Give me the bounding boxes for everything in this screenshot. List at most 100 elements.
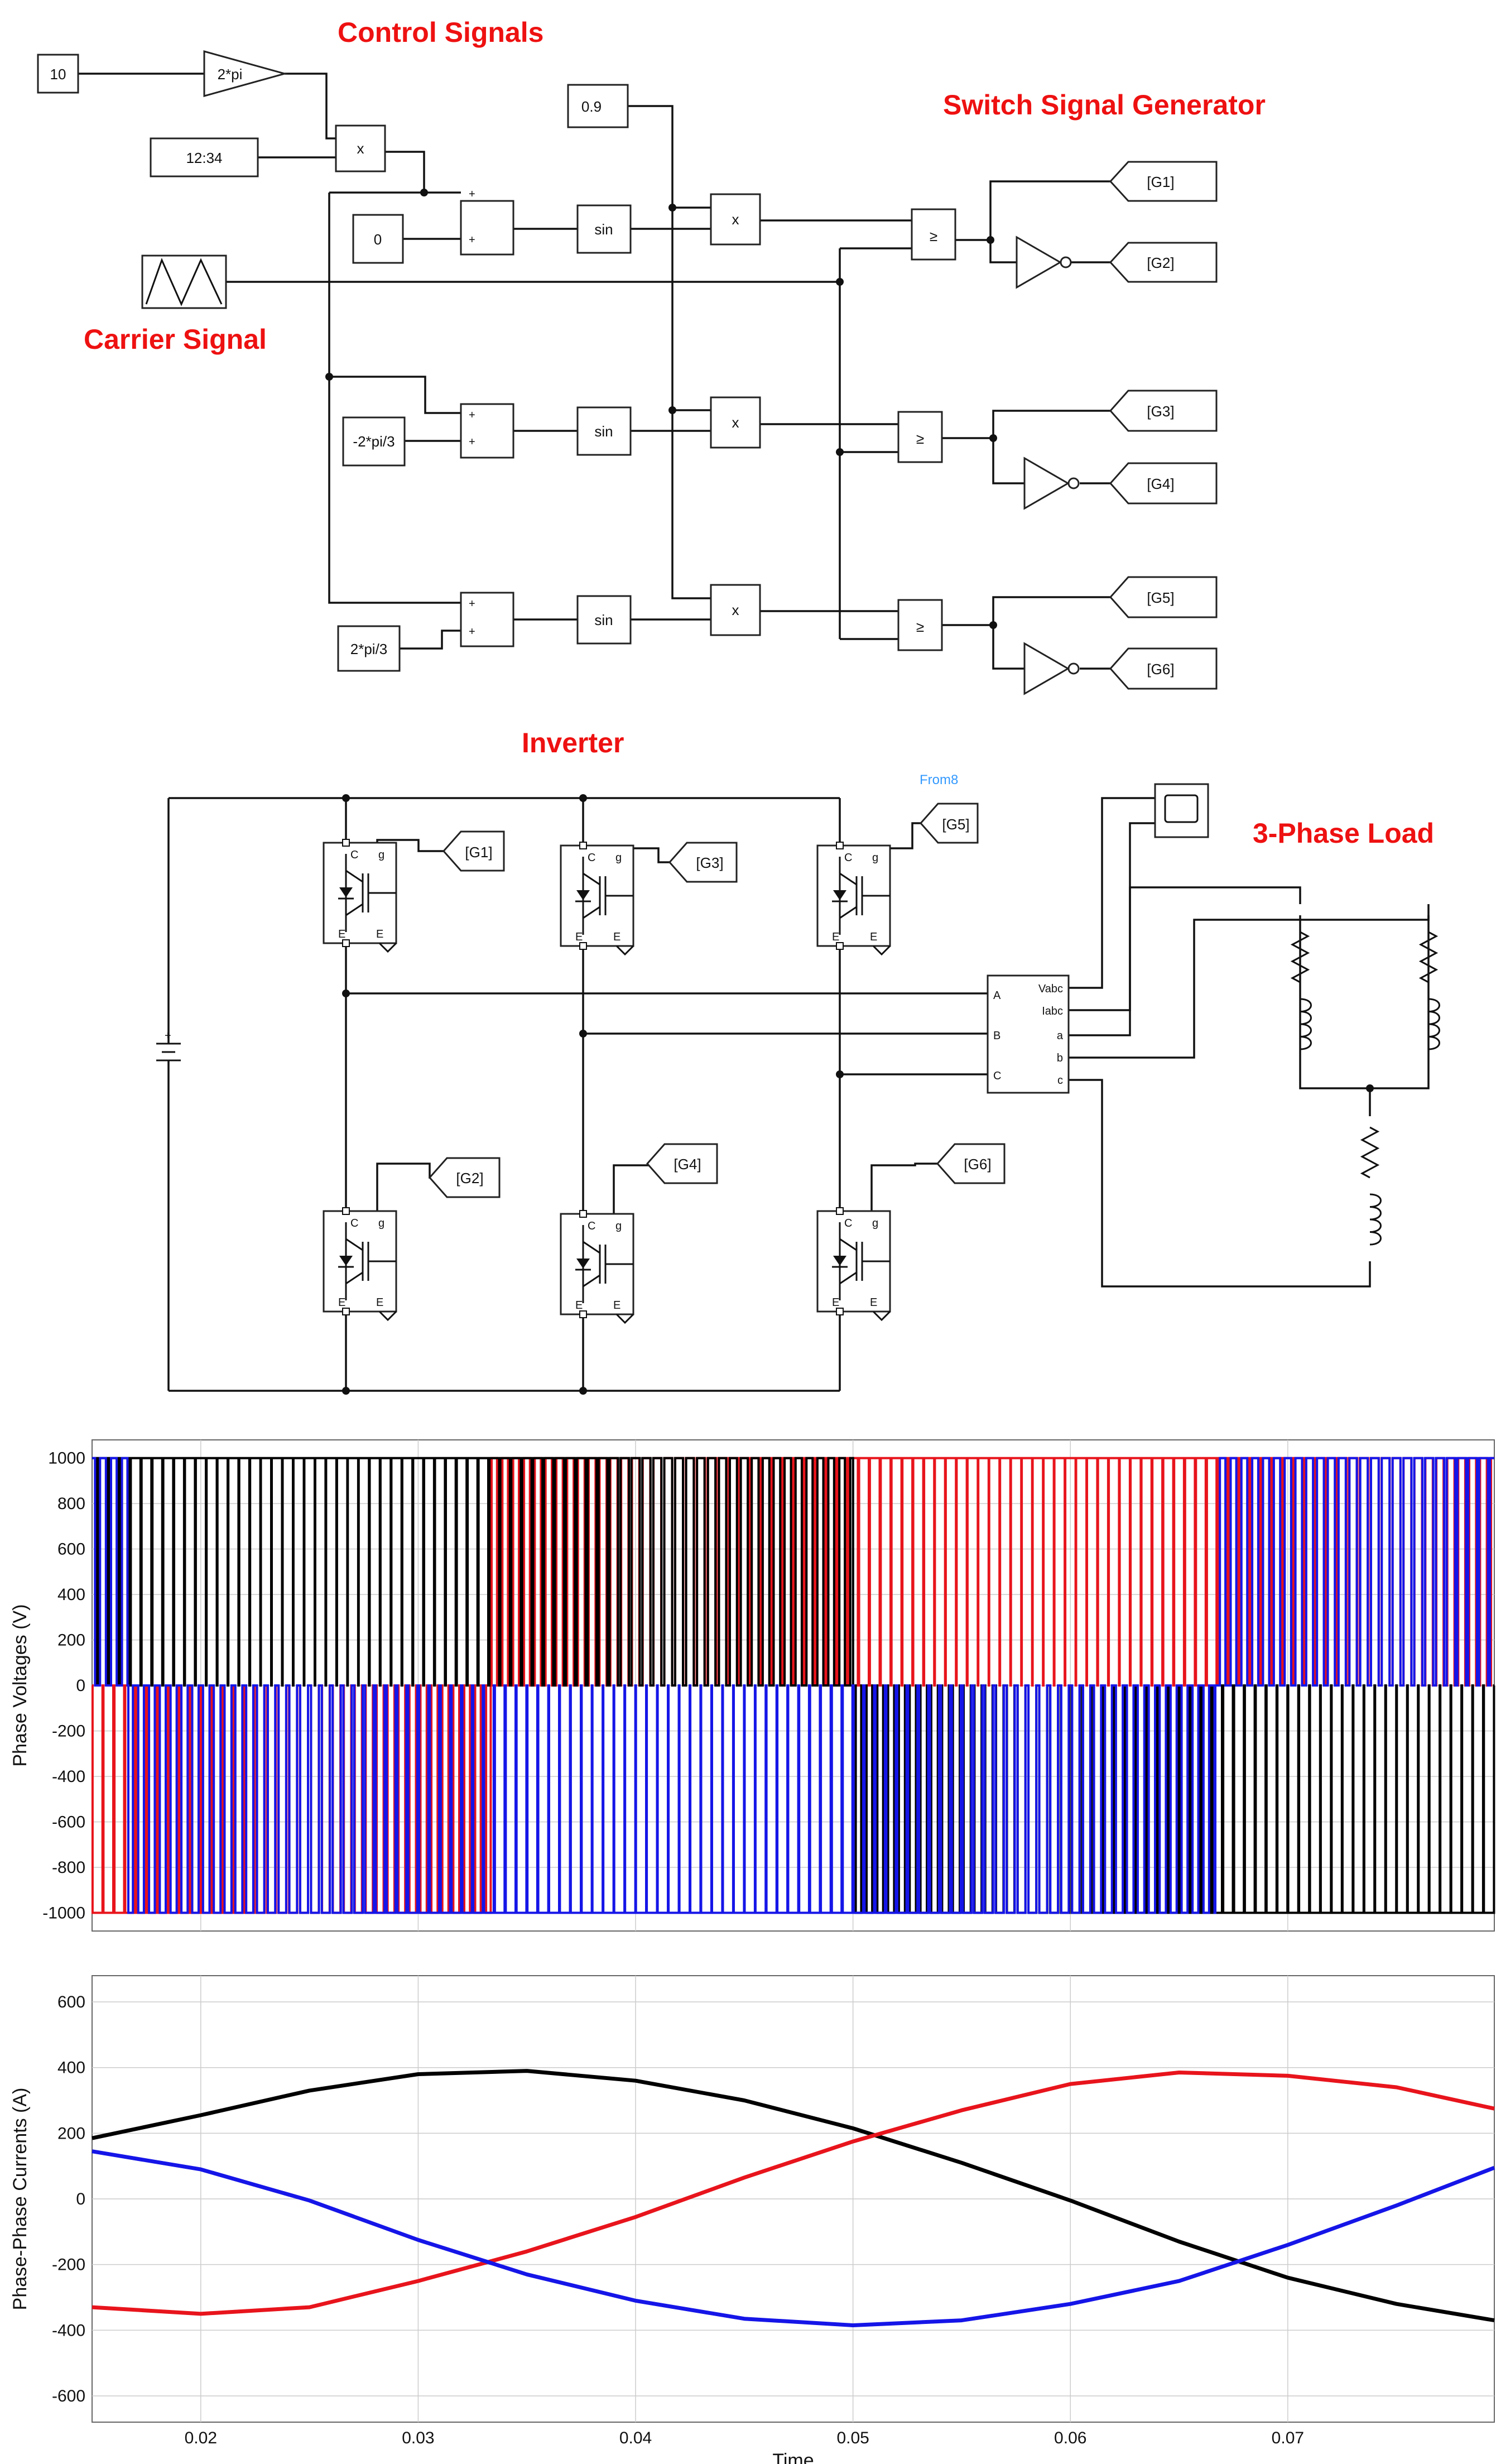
from-tag-g3[interactable]: [G3]	[668, 842, 738, 883]
gain-2pi-block[interactable]: 2*pi	[203, 50, 288, 97]
phase-pos-2pi3-block[interactable]: 2*pi/3	[337, 625, 401, 672]
svg-text:E: E	[338, 928, 345, 940]
goto-tag-g4[interactable]: [G4]	[1109, 462, 1218, 505]
svg-text:a: a	[1057, 1030, 1064, 1042]
goto-tag-g3[interactable]: [G3]	[1109, 390, 1218, 432]
svg-text:[G4]: [G4]	[1147, 475, 1174, 492]
mult-block-1[interactable]: x	[335, 124, 386, 172]
y-tick-label: -400	[52, 2321, 85, 2340]
const-10-block[interactable]: 10	[37, 54, 79, 94]
svg-text:≥: ≥	[930, 228, 937, 244]
svg-text:[G3]: [G3]	[696, 854, 723, 871]
svg-text:E: E	[575, 1299, 583, 1312]
goto-tag-g6[interactable]: [G6]	[1109, 647, 1218, 690]
svg-text:+: +	[469, 626, 475, 638]
svg-text:C: C	[350, 1217, 358, 1229]
const-0-9-label: 0.9	[581, 98, 602, 115]
x-tick-label: 0.03	[402, 2429, 434, 2447]
dc-voltage-source-icon[interactable]: +	[156, 1030, 181, 1062]
phase-0-label: 0	[374, 231, 382, 248]
control-junctions	[325, 189, 997, 629]
svg-text:[G1]: [G1]	[465, 844, 492, 861]
svg-text:g: g	[378, 849, 384, 861]
clock-block[interactable]: 12:34	[150, 137, 259, 177]
svg-text:[G5]: [G5]	[942, 816, 969, 833]
title-3-phase-load: 3-Phase Load	[1253, 818, 1434, 849]
not-gate-icon-1[interactable]	[1016, 236, 1072, 289]
not-gate-icon-3[interactable]	[1023, 642, 1080, 695]
y-axis-label: Phase-Phase Currents (A)	[9, 2088, 31, 2311]
carrier-triangle-block[interactable]	[141, 254, 227, 309]
svg-text:b: b	[1057, 1052, 1063, 1064]
svg-text:g: g	[615, 852, 622, 864]
goto-tag-g2[interactable]: [G2]	[1109, 242, 1218, 283]
triangle-wave-icon	[145, 257, 223, 306]
comparator-block-3[interactable]: ≥	[897, 599, 943, 651]
y-tick-label: 600	[57, 1993, 85, 2011]
svg-text:x: x	[732, 211, 739, 228]
from-tag-g5[interactable]: [G5]	[919, 803, 979, 844]
sin-block-1[interactable]: sin	[576, 204, 632, 254]
from-tag-g2[interactable]: [G2]	[428, 1157, 501, 1198]
sum-block-1[interactable]: + +	[460, 188, 514, 256]
from-tag-g4[interactable]: [G4]	[646, 1143, 718, 1184]
mult-block-2[interactable]: x	[710, 193, 761, 246]
sin-block-3[interactable]: sin	[576, 595, 632, 645]
x-axis-label: Time	[772, 2450, 814, 2464]
from-tag-g6[interactable]: [G6]	[936, 1143, 1006, 1184]
title-switch-signal-generator: Switch Signal Generator	[943, 89, 1266, 121]
x-tick-label: 0.04	[619, 2429, 652, 2447]
sum-block-2[interactable]: + +	[460, 403, 514, 459]
svg-text:+: +	[469, 188, 475, 200]
const-0-9-block[interactable]: 0.9	[567, 84, 629, 128]
svg-text:[G5]: [G5]	[1147, 589, 1174, 606]
mult-block-3[interactable]: x	[710, 396, 761, 449]
y-tick-label: -200	[52, 2256, 85, 2274]
not-gate-icon-2[interactable]	[1023, 457, 1080, 510]
y-tick-label: 1000	[48, 1449, 85, 1468]
svg-text:E: E	[870, 1296, 877, 1309]
x-tick-label: 0.05	[836, 2429, 869, 2447]
from-tag-g1[interactable]: [G1]	[442, 830, 505, 872]
svg-text:Vabc: Vabc	[1038, 983, 1063, 995]
goto-tag-g5[interactable]: [G5]	[1109, 576, 1218, 618]
gain-label: 2*pi	[218, 66, 243, 83]
svg-text:≥: ≥	[916, 430, 924, 447]
sum-block-3[interactable]: + +	[460, 592, 514, 647]
svg-text:C: C	[844, 1217, 852, 1229]
phase-0-block[interactable]: 0	[352, 214, 404, 264]
y-tick-label: -200	[52, 1722, 85, 1740]
title-carrier-signal: Carrier Signal	[84, 324, 267, 355]
three-phase-rl-load[interactable]	[1290, 931, 1440, 1246]
inductor-icon-c	[1369, 1193, 1382, 1246]
svg-text:C: C	[588, 1220, 595, 1232]
sin-block-2[interactable]: sin	[576, 406, 632, 456]
svg-text:E: E	[832, 1296, 839, 1309]
three-phase-vi-measurement-block[interactable]: A B C Vabc Iabc a b c	[987, 974, 1070, 1094]
y-tick-label: 200	[57, 1631, 85, 1650]
y-tick-label: 400	[57, 2059, 85, 2077]
svg-text:[G2]: [G2]	[456, 1170, 483, 1187]
svg-text:sin: sin	[594, 423, 613, 440]
resistor-icon-b	[1418, 931, 1439, 983]
scope-icon[interactable]	[1154, 783, 1209, 838]
mult-block-4[interactable]: x	[710, 584, 761, 636]
phase-neg-2pi3-block[interactable]: -2*pi/3	[342, 416, 406, 467]
control-wires	[78, 73, 1110, 670]
goto-tag-g1[interactable]: [G1]	[1109, 161, 1218, 202]
y-axis-label: Phase Voltages (V)	[9, 1604, 31, 1766]
comparator-block-1[interactable]: ≥	[911, 208, 956, 261]
from8-label: From8	[920, 772, 958, 787]
current-series-line	[92, 2149, 1495, 2327]
svg-text:≥: ≥	[916, 618, 924, 635]
comparator-block-2[interactable]: ≥	[897, 411, 943, 463]
mult-1-label: x	[357, 140, 364, 157]
